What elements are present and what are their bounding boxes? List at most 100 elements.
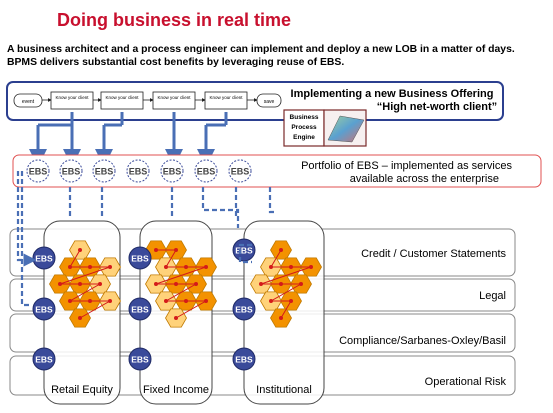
process-step-2-label: Know your client [105,95,139,100]
subtitle: A business architect and a process engin… [7,43,552,69]
service-node [174,248,178,252]
portfolio-ebs-label: EBS [129,167,148,177]
unit-ebs-label: EBS [235,355,253,365]
service-node [184,299,188,303]
portfolio-line-2: available across the enterprise [350,173,499,185]
unit-ebs-node: EBS [32,246,56,270]
service-node [154,282,158,286]
unit-column: Fixed Income [139,220,217,405]
engine-graphic [327,115,365,143]
service-node [88,299,92,303]
process-step-4-label: Know your client [209,95,243,100]
unit-ebs-node: EBS [232,297,256,321]
process-start-label: event [22,99,35,105]
service-node [174,282,178,286]
layer-label-legal: Legal [479,290,506,302]
service-node [68,299,72,303]
unit-label: Retail Equity [51,384,113,396]
service-node [174,316,178,320]
portfolio-ebs-row: EBS EBS EBS EBS EBS EBS EBS [26,159,252,183]
service-node [68,265,72,269]
service-node [269,265,273,269]
layer-label-compliance: Compliance/Sarbanes-Oxley/Basil [339,335,506,347]
unit-ebs-node: EBS [128,347,152,371]
unit-ebs-label: EBS [131,305,149,315]
service-node [289,299,293,303]
process-start-node [13,93,43,108]
unit-label: Fixed Income [143,384,209,396]
process-step-4 [204,91,248,110]
portfolio-ebs-label: EBS [231,167,250,177]
engine-line-2: Process [291,124,317,131]
portfolio-ebs-node: EBS [228,159,252,183]
portfolio-ebs-node: EBS [92,159,116,183]
service-node [279,316,283,320]
service-node [299,282,303,286]
unit-ebs-node: EBS [128,297,152,321]
unit-ebs-node: EBS [32,297,56,321]
service-links [155,249,208,319]
process-step-2 [100,91,144,110]
offering-line-1: Implementing a new Business Offering [291,88,494,100]
service-node [78,282,82,286]
portfolio-ebs-node: EBS [59,159,83,183]
unit-ebs-label: EBS [131,355,149,365]
process-step-1-label: Know your client [55,95,89,100]
portfolio-ebs-node: EBS [194,159,218,183]
service-node [194,282,198,286]
portfolio-ebs-label: EBS [29,167,48,177]
unit-column: Retail Equity [43,220,121,405]
service-node [269,299,273,303]
unit-ebs-label: EBS [35,355,53,365]
unit-ebs-node: EBS [232,238,256,262]
subtitle-line-2: BPMS delivers substantial cost benefits … [7,57,345,68]
unit-label: Institutional [256,384,312,396]
portfolio-to-unit-links [16,171,276,307]
service-node [164,265,168,269]
unit-column: Institutional [243,220,325,405]
process-end-label: save [264,99,275,105]
process-to-ebs-arrows [29,112,228,167]
service-node [98,282,102,286]
portfolio-line-1: Portfolio of EBS – implemented as servic… [301,160,512,172]
service-node [108,265,112,269]
service-node [108,299,112,303]
process-engine: Business Process Engine [283,109,367,147]
service-node [279,248,283,252]
service-node [309,265,313,269]
unit-ebs-node: EBS [232,347,256,371]
process-step-1 [50,91,94,110]
portfolio-ebs-node: EBS [26,159,50,183]
service-node [289,265,293,269]
service-node [58,282,62,286]
process-end-node [256,93,282,108]
unit-ebs-label: EBS [35,305,53,315]
layer-label-operational-risk: Operational Risk [425,376,507,388]
unit-ebs-label: EBS [35,254,53,264]
unit-ebs-label: EBS [131,254,149,264]
portfolio-ebs-label: EBS [95,167,114,177]
process-step-3-label: Know your client [157,95,191,100]
service-node [78,248,82,252]
business-units: Retail Equity Fixed Income Institutional EB… [32,220,325,405]
service-node [164,299,168,303]
portfolio-ebs-label: EBS [163,167,182,177]
offering-line-2: “High net-worth client” [377,101,497,113]
process-step-3 [152,91,196,110]
service-node [78,316,82,320]
service-node [259,282,263,286]
engine-line-1: Business [290,114,319,121]
subtitle-line-1: A business architect and a process engin… [7,44,515,55]
unit-ebs-node: EBS [32,347,56,371]
unit-ebs-label: EBS [235,246,253,256]
service-node [204,299,208,303]
process-flow: event Know your client Know your client … [13,91,282,110]
unit-ebs-label: EBS [235,305,253,315]
page-title: Doing business in real time [57,10,292,30]
service-node [184,265,188,269]
portfolio-ebs-node: EBS [126,159,150,183]
service-node [88,265,92,269]
service-node [154,248,158,252]
service-node [204,265,208,269]
